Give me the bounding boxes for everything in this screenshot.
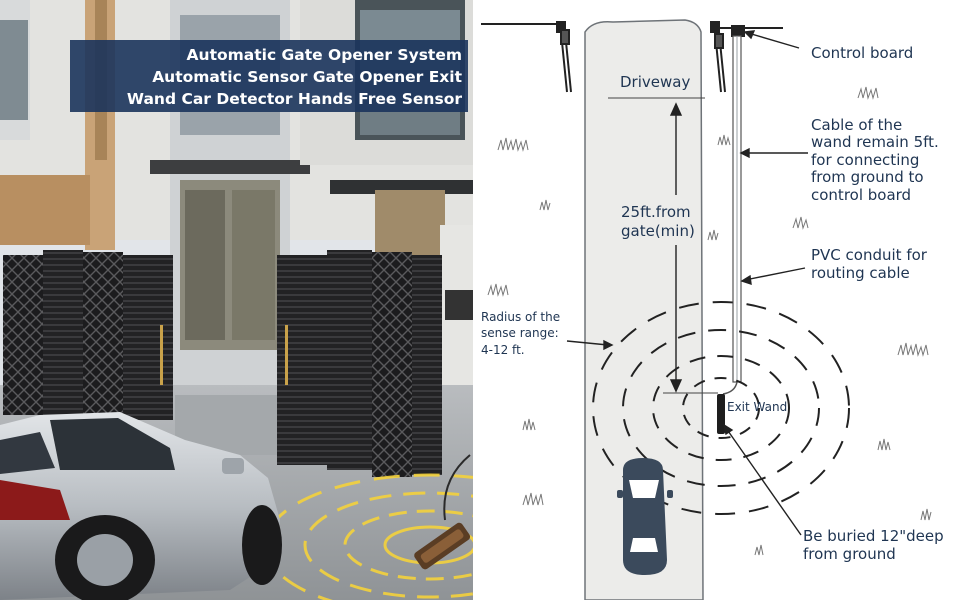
control-board	[731, 25, 745, 37]
pvc-label-line-2: routing cable	[811, 264, 910, 282]
buried-label-line-2: from ground	[803, 545, 896, 563]
radius-label-line-1: Radius of the	[481, 310, 561, 324]
driveway-strip	[584, 19, 704, 601]
distance-arrow	[669, 102, 683, 393]
buried-label-line-1: Be buried 12"deep	[803, 527, 944, 545]
radius-label-line-2: sense range:	[481, 326, 559, 340]
grass-tufts	[487, 86, 932, 556]
product-photo: Automatic Gate Opener System Automatic S…	[0, 0, 473, 600]
diagram-drawing	[481, 19, 932, 601]
exit-wand-body	[717, 394, 725, 434]
title-line-2: Automatic Sensor Gate Opener Exit	[152, 68, 462, 86]
car-top-view	[617, 458, 673, 575]
title-banner: Automatic Gate Opener System Automatic S…	[70, 40, 468, 112]
title-line-3: Wand Car Detector Hands Free Sensor	[126, 90, 462, 108]
cable-label-line-1: Cable of the	[811, 116, 903, 134]
control-board-label: Control board	[811, 44, 914, 62]
pvc-label-line-1: PVC conduit for	[811, 246, 927, 264]
cable-label-line-3: for connecting	[811, 151, 920, 169]
cable-label-line-5: control board	[811, 186, 912, 204]
cable-label-line-4: from ground to	[811, 168, 924, 186]
left-gate-arm	[481, 21, 572, 93]
distance-label-line-2: gate(min)	[621, 222, 695, 240]
driveway-label: Driveway	[620, 73, 691, 91]
distance-label-line-1: 25ft.from	[621, 203, 691, 221]
cable-label-line-2: wand remain 5ft.	[811, 133, 939, 151]
installation-diagram: Driveway 25ft.from gate(min) Control boa…	[473, 0, 970, 601]
radius-label-line-3: 4-12 ft.	[481, 343, 525, 357]
exit-wand-label: Exit Wand	[727, 400, 788, 414]
right-gate-arm	[710, 21, 783, 93]
title-line-1: Automatic Gate Opener System	[186, 46, 462, 64]
sense-range-rings	[592, 301, 850, 515]
